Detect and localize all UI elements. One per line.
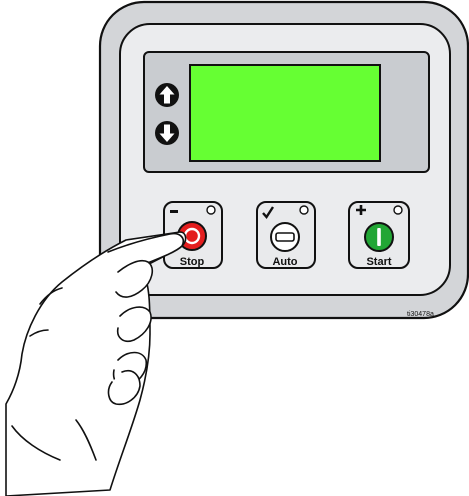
start-button[interactable]: Start [349, 202, 409, 268]
minus-icon [170, 210, 178, 213]
bar-vertical-icon [377, 228, 381, 246]
lcd-screen [190, 65, 380, 161]
auto-indicator-led [300, 206, 308, 214]
down-arrow-button[interactable] [155, 121, 179, 145]
figure-id: ti30478a [407, 311, 434, 318]
start-label: Start [366, 256, 391, 268]
auto-label: Auto [272, 256, 297, 268]
bar-icon [276, 233, 294, 241]
auto-button[interactable]: Auto [257, 202, 315, 268]
start-indicator-led [394, 206, 402, 214]
stop-indicator-led [207, 206, 215, 214]
up-arrow-button[interactable] [155, 83, 179, 107]
stop-label: Stop [180, 256, 205, 268]
